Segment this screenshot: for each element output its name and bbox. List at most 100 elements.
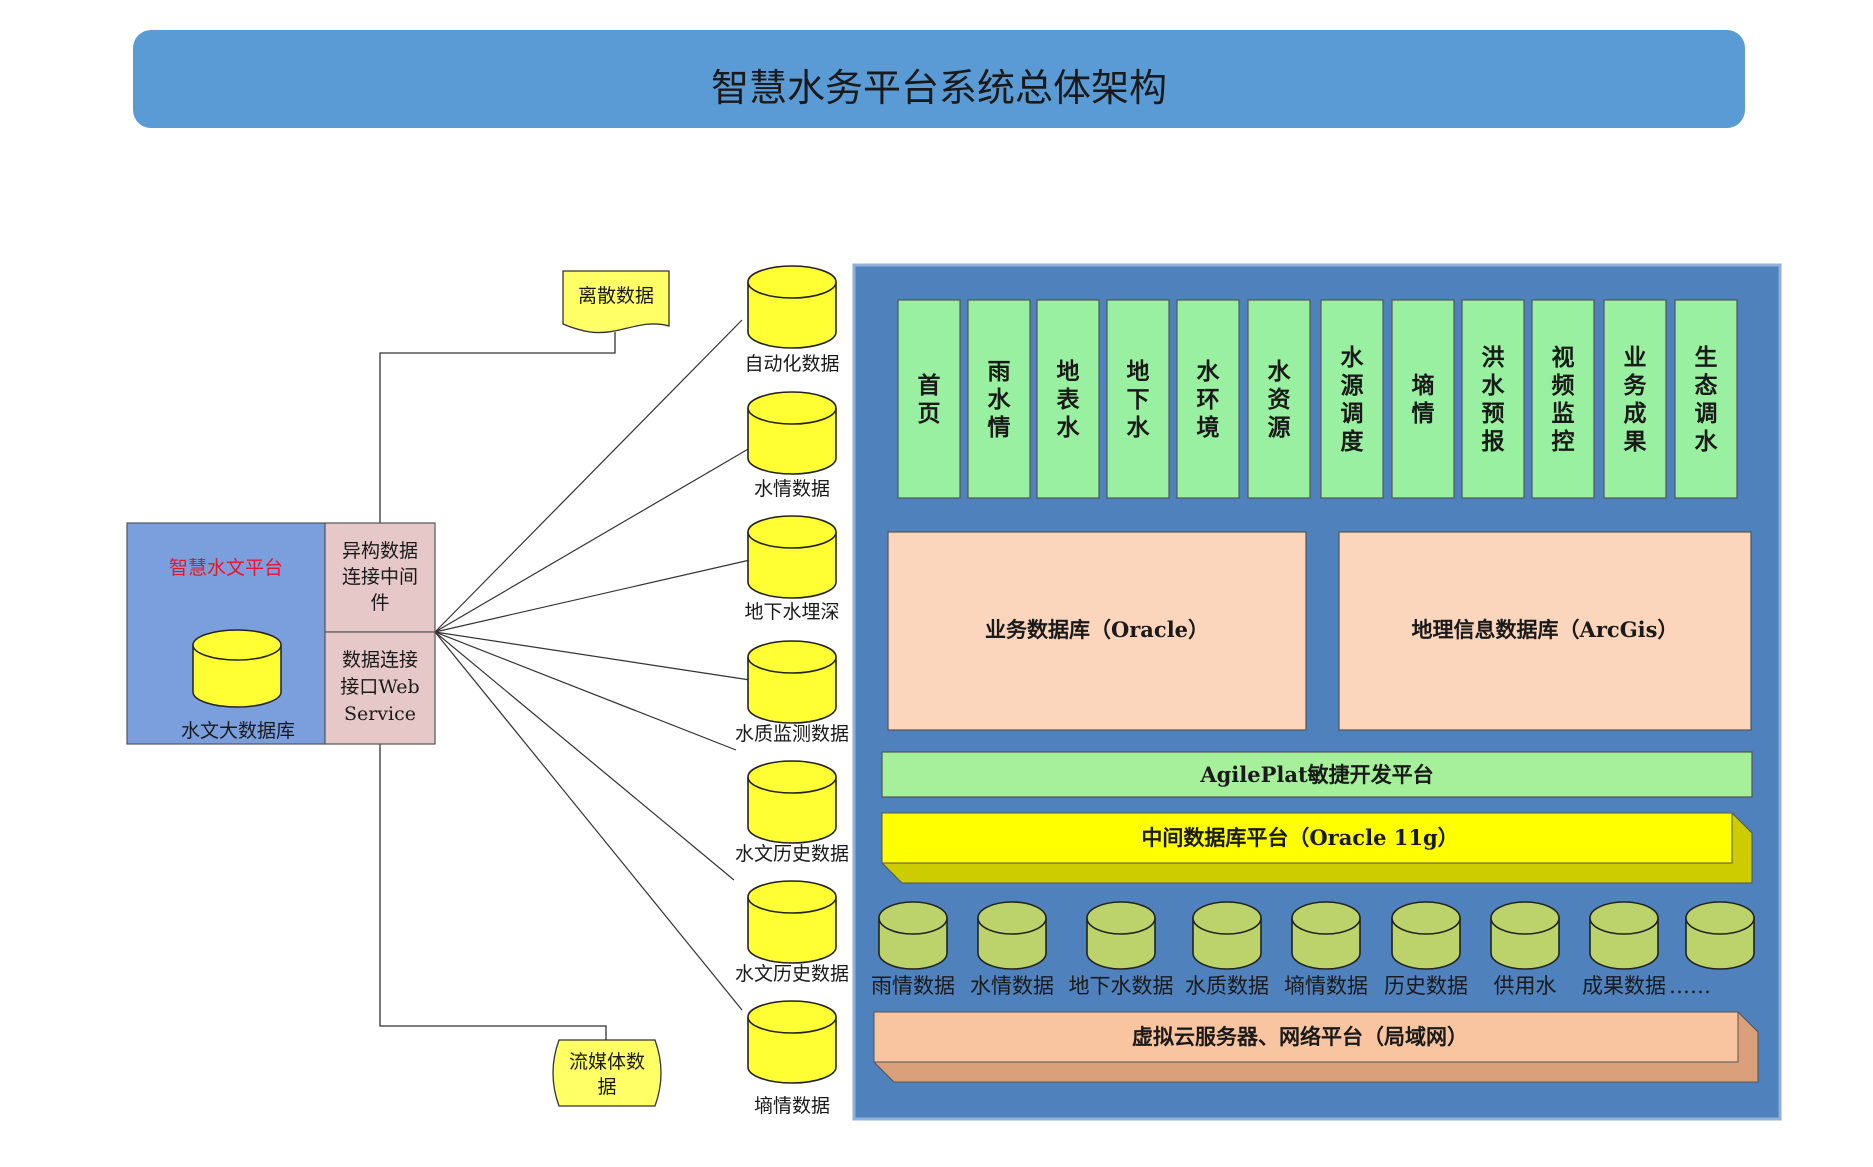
business-db-label: 业务数据库（Oracle）: [985, 617, 1209, 642]
source-connector-line: [434, 631, 735, 881]
module-label-char: 调: [1341, 400, 1364, 427]
streaming-data-label-2: 据: [597, 1076, 616, 1098]
hydrology-database-icon: [192, 629, 282, 708]
module-label-char: 预: [1482, 400, 1505, 427]
module-label-char: 下: [1127, 386, 1150, 413]
source-database-icon: [747, 265, 837, 349]
module-label-char: 业: [1624, 344, 1647, 371]
source-database-icon: [747, 640, 837, 724]
bottom-database-label: 历史数据: [1384, 974, 1468, 998]
module-label-char: 源: [1341, 372, 1364, 399]
source-label: 自动化数据: [744, 353, 839, 375]
webservice-line-2: 接口Web: [340, 676, 419, 698]
module-label-char: 源: [1268, 414, 1291, 441]
bottom-database-icon: [1291, 901, 1361, 970]
module-label-char: 生: [1695, 344, 1718, 371]
module-label-char: 调: [1695, 400, 1718, 427]
cloud-platform-label: 虚拟云服务器、网络平台（局域网）: [1132, 1024, 1468, 1049]
agileplat-bar: [881, 751, 1753, 798]
module-label-char: 水: [1341, 344, 1365, 371]
source-label: 水质监测数据: [735, 723, 849, 745]
bottom-database-icon: [977, 901, 1047, 970]
module-label-char: 监: [1552, 400, 1575, 427]
module-label-char: 务: [1624, 372, 1648, 399]
module-label-char: 环: [1197, 386, 1220, 413]
source-connector-line: [434, 447, 751, 633]
connector-to-discrete-data: [379, 332, 616, 526]
bottom-database-icon: [1685, 901, 1755, 970]
module-label-char: 控: [1552, 428, 1575, 455]
source-connector-line: [434, 319, 743, 633]
bottom-database-label: 供用水: [1494, 974, 1557, 998]
webservice-line-3: Service: [344, 703, 416, 725]
module-label-char: 情: [988, 414, 1011, 441]
module-box: [1674, 299, 1738, 499]
source-connector-line: [434, 559, 751, 633]
module-label-char: 报: [1482, 428, 1505, 455]
module-box: [1106, 299, 1170, 499]
module-label-char: 情: [1412, 400, 1435, 427]
bottom-database-label: 水情数据: [970, 974, 1054, 998]
module-box: [1176, 299, 1240, 499]
middleware-line-3: 件: [370, 592, 389, 614]
module-label-char: 水: [1057, 414, 1081, 441]
title-banner: [133, 30, 1745, 128]
source-database-icon: [747, 515, 837, 599]
module-label-char: 度: [1341, 428, 1365, 455]
module-label-char: 果: [1624, 428, 1647, 455]
bottom-database-icon: [1391, 901, 1461, 970]
module-box: [897, 299, 961, 499]
module-box: [1603, 299, 1667, 499]
webservice-line-1: 数据连接: [342, 649, 418, 671]
module-label-char: 水: [1695, 428, 1719, 455]
bottom-database-label: ……: [1669, 974, 1711, 998]
source-label: 水文历史数据: [735, 963, 849, 985]
module-box: [1391, 299, 1455, 499]
module-label-char: 洪: [1482, 344, 1505, 371]
module-label-char: 页: [918, 400, 941, 427]
source-connector-line: [434, 631, 751, 681]
module-box: [1036, 299, 1100, 499]
hydrology-platform-label: 智慧水文平台: [169, 557, 283, 579]
diagram-title: 智慧水务平台系统总体架构: [711, 66, 1167, 110]
bottom-database-label: 地下水数据: [1069, 974, 1174, 998]
agileplat-label: AgilePlat敏捷开发平台: [1199, 762, 1433, 787]
module-label-char: 水: [1197, 358, 1221, 385]
module-label-char: 成: [1624, 400, 1647, 427]
module-box: [1320, 299, 1384, 499]
discrete-data-document-icon: [562, 270, 670, 334]
connector-to-streaming-data: [379, 742, 607, 1044]
source-database-icon: [747, 880, 837, 964]
geo-db-label: 地理信息数据库（ArcGis）: [1412, 617, 1679, 642]
middleware-line-1: 异构数据: [342, 540, 418, 562]
bottom-database-label: 雨情数据: [871, 974, 955, 998]
source-label: 水文历史数据: [735, 843, 849, 865]
module-label-char: 地: [1057, 358, 1080, 385]
bottom-database-icon: [1086, 901, 1156, 970]
bottom-database-icon: [1589, 901, 1659, 970]
source-connectors: [434, 319, 751, 1011]
module-box: [1461, 299, 1525, 499]
hydrology-database-label: 水文大数据库: [181, 720, 295, 742]
source-connector-line: [434, 631, 737, 751]
module-label-char: 水: [1127, 414, 1151, 441]
source-label: 水情数据: [754, 478, 830, 500]
cloud-platform-bar: [873, 1011, 1759, 1083]
module-label-char: 首: [918, 372, 941, 399]
module-label-char: 水: [988, 386, 1012, 413]
source-database-icon: [747, 760, 837, 844]
module-label-char: 境: [1197, 414, 1220, 441]
source-connector-line: [434, 631, 743, 1011]
module-label-char: 雨: [988, 358, 1011, 385]
module-label-char: 态: [1695, 372, 1718, 399]
module-label-char: 水: [1482, 372, 1506, 399]
module-box: [1531, 299, 1595, 499]
business-db-box: [887, 531, 1307, 731]
webservice-box: [324, 631, 436, 745]
module-label-char: 资: [1268, 386, 1291, 413]
source-database-icon: [747, 1000, 837, 1084]
module-label-char: 表: [1057, 386, 1081, 413]
